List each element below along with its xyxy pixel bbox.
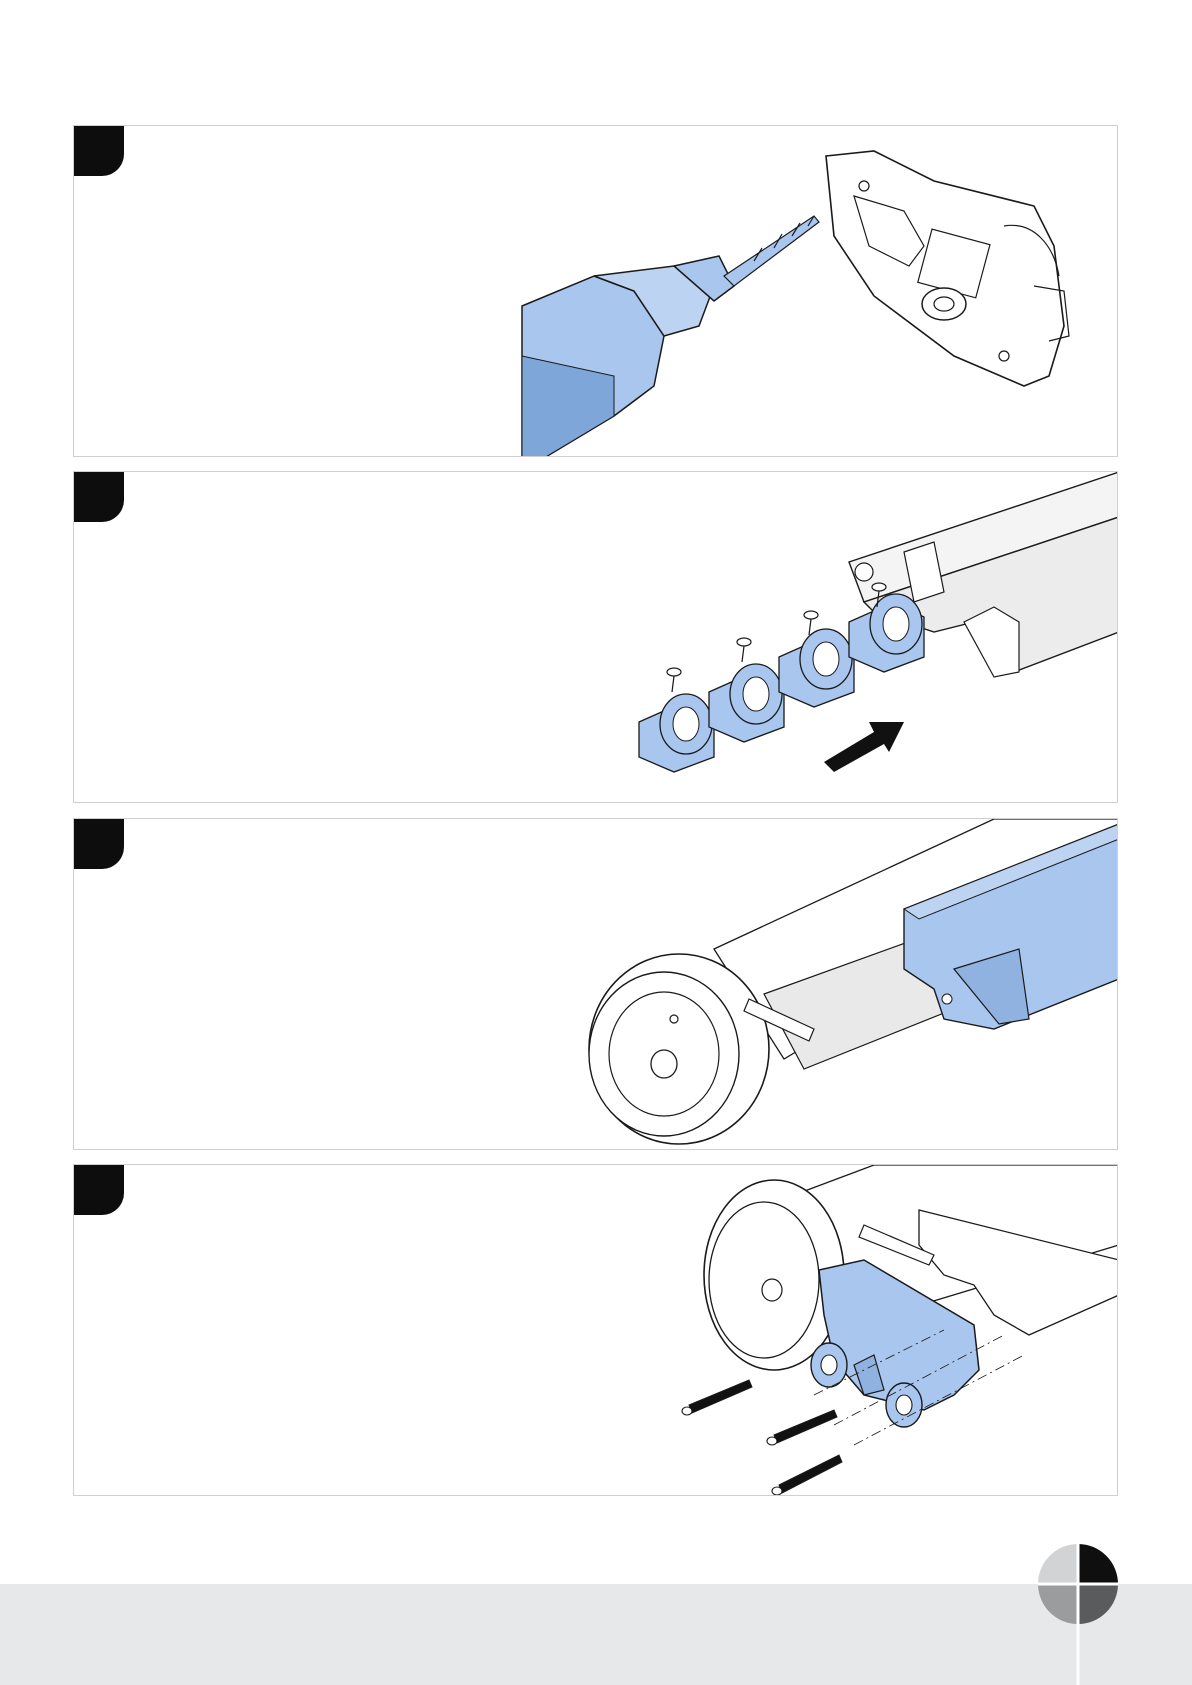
step-panel-2 xyxy=(73,471,1118,803)
roller-profile-illustration xyxy=(74,819,1118,1150)
step-panel-1 xyxy=(73,125,1118,457)
drill-bracket-illustration xyxy=(74,126,1118,457)
end-bracket-illustration xyxy=(74,1165,1118,1496)
step-panel-3 xyxy=(73,818,1118,1150)
footer-band xyxy=(0,1584,1192,1685)
brand-quadrant-logo xyxy=(1036,1542,1120,1685)
step-panel-4 xyxy=(73,1164,1118,1496)
glider-rail-illustration xyxy=(74,472,1118,803)
